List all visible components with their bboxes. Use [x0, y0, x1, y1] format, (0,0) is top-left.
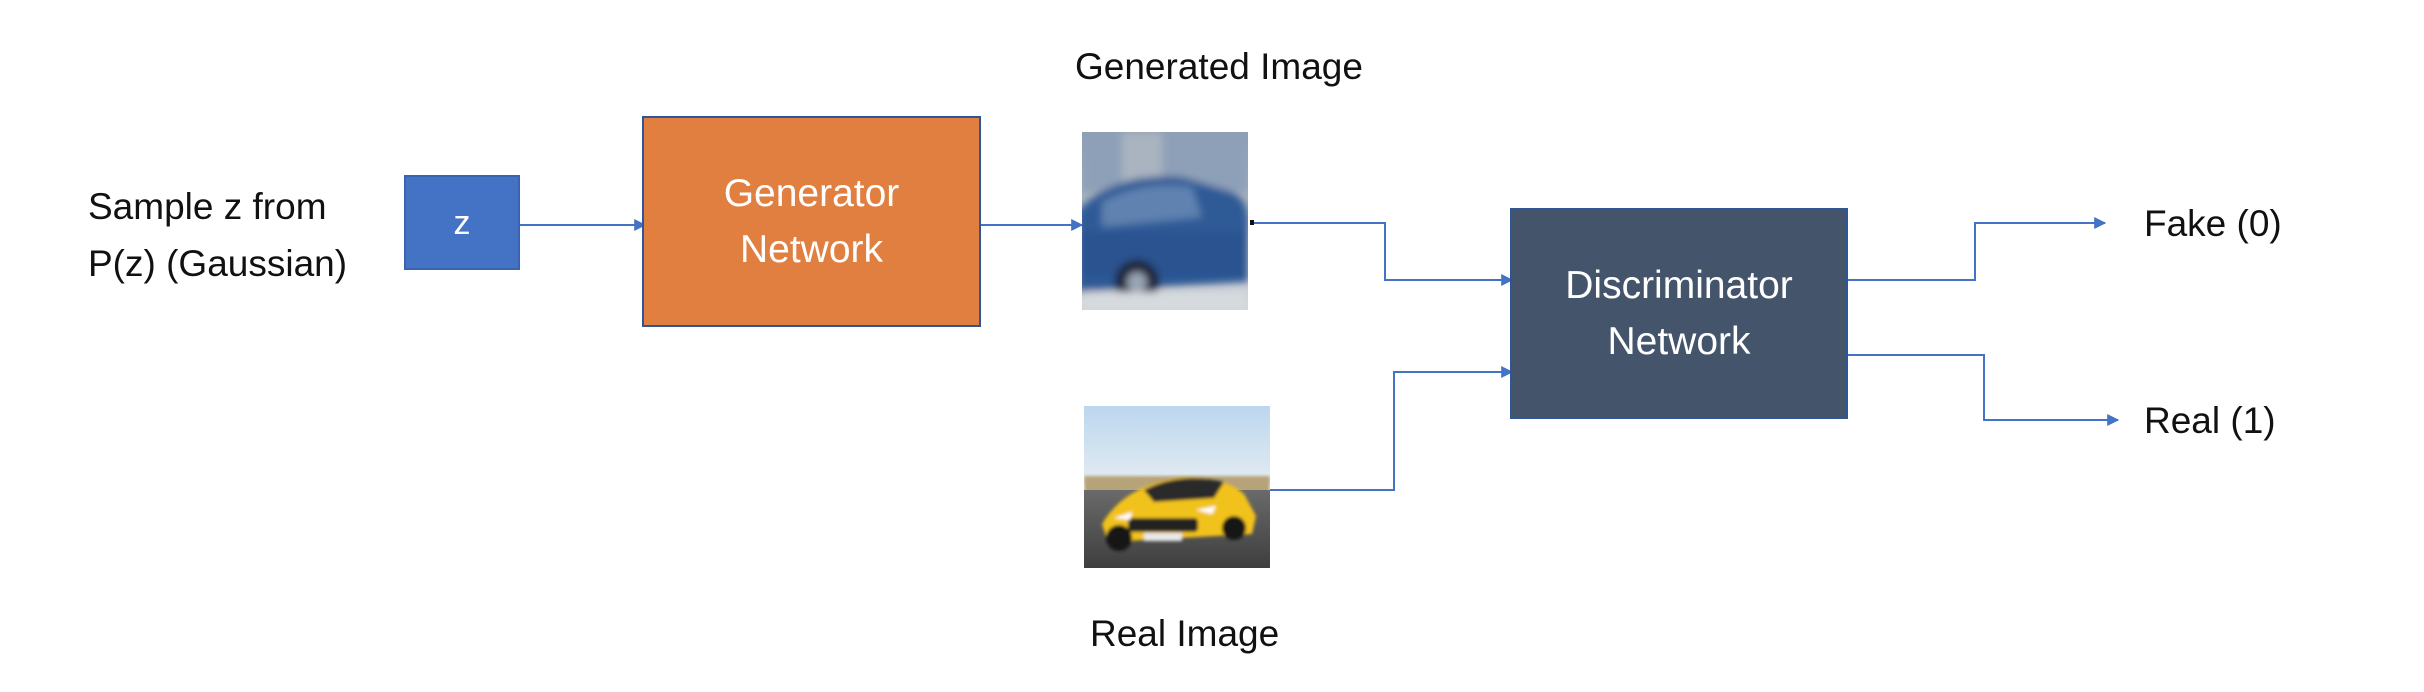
- real-image-label: Real Image: [1090, 613, 1280, 654]
- arrow-generated-image-to-discriminator: [1252, 222, 1514, 286]
- source-label-line1: Sample z from: [88, 186, 327, 227]
- generator-label-line1: Generator: [723, 171, 900, 215]
- source-label-line2: P(z) (Gaussian): [88, 243, 348, 284]
- arrow-real-image-to-discriminator: [1270, 366, 1514, 491]
- arrow-discriminator-to-real: [1848, 354, 2120, 426]
- discriminator-network-box: Discriminator Network: [1510, 208, 1848, 419]
- real-image-thumbnail: [1084, 406, 1270, 568]
- generated-image-thumbnail: [1082, 132, 1248, 310]
- discriminator-label-line1: Discriminator: [1565, 263, 1793, 307]
- connector-dot: [1250, 220, 1254, 225]
- generator-label-line2: Network: [739, 227, 884, 271]
- output-fake-label: Fake (0): [2144, 203, 2282, 244]
- z-box-label: z: [453, 203, 471, 242]
- discriminator-label-line2: Network: [1607, 319, 1751, 363]
- z-box: z: [404, 175, 520, 270]
- source-label: Sample z from P(z) (Gaussian): [88, 178, 347, 292]
- output-real-label: Real (1): [2144, 400, 2276, 441]
- generator-network-box: Generator Network: [642, 116, 981, 327]
- generated-image-label: Generated Image: [1075, 46, 1363, 87]
- arrow-discriminator-to-fake: [1848, 217, 2107, 281]
